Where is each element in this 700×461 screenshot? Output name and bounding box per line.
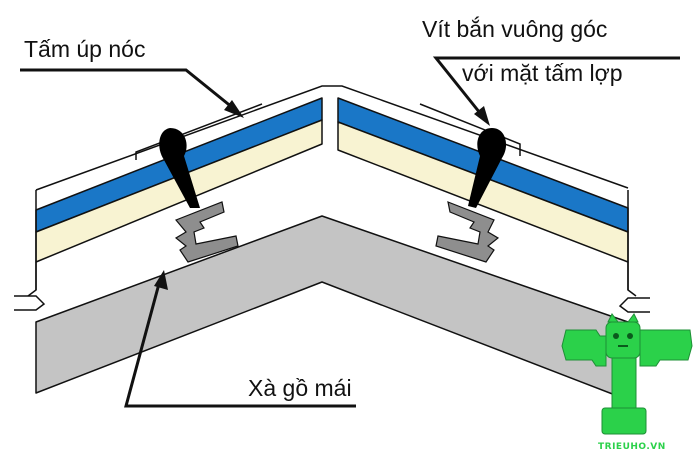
purlin-beam	[35, 215, 629, 401]
ridge-cap-arrowhead	[224, 100, 244, 118]
ridge-cap-label: Tấm úp nóc	[24, 36, 146, 62]
purlin-leader	[124, 279, 356, 408]
right-screw-icon	[468, 128, 507, 208]
ridge-cap-outline-right	[419, 103, 521, 156]
left-sheet-bottom-line	[27, 262, 37, 297]
tiger-logo-icon	[561, 313, 693, 435]
screw-leader	[432, 56, 680, 119]
left-purlin-bracket	[174, 201, 239, 263]
right-purlin-bracket	[435, 201, 500, 263]
ridge-cap-leader	[20, 68, 239, 114]
left-break-mark	[14, 295, 46, 311]
screw-label-line2: với mặt tấm lợp	[462, 60, 623, 86]
right-sheet-bottom-line	[627, 262, 637, 297]
screw-label-line1: Vít bắn vuông góc	[422, 16, 608, 42]
purlin-arrowhead	[154, 270, 168, 290]
left-screw-icon	[159, 128, 200, 208]
screw-arrowhead	[474, 106, 490, 126]
purlin-label: Xà gồ mái	[248, 375, 352, 401]
right-break-mark	[618, 297, 650, 313]
watermark-text: TRIEUHO.VN	[598, 442, 666, 452]
ridge-cap-outline-left	[135, 103, 263, 160]
